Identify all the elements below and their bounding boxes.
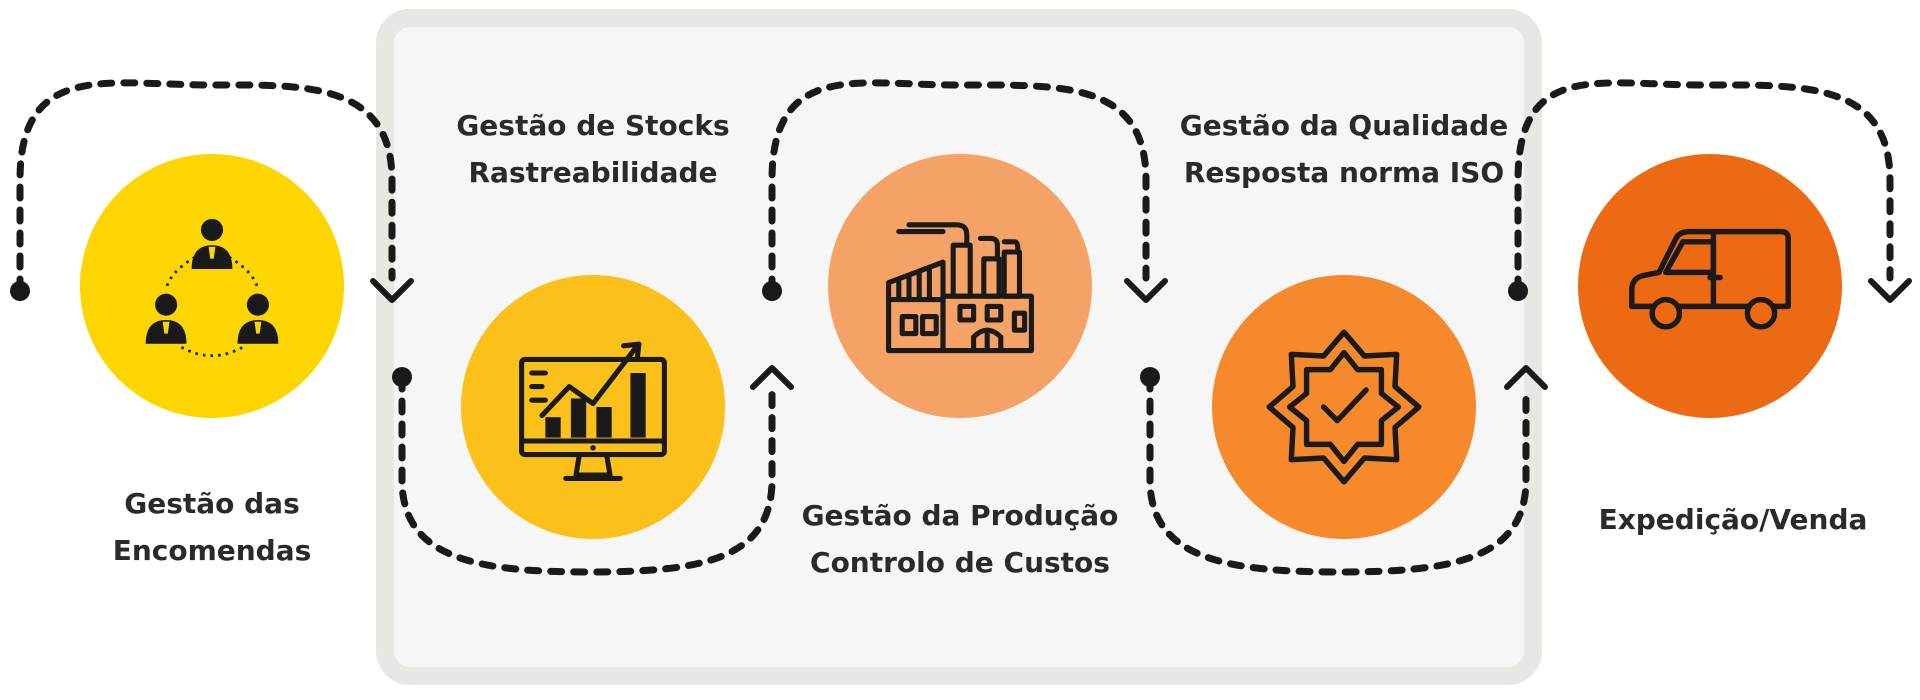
arrow-down-1 (370, 278, 414, 303)
connector-start-dot-3 (762, 281, 782, 301)
connector-start-dot-5 (1508, 281, 1528, 301)
step-label-line1: Expedição/Venda (1598, 503, 1868, 536)
step-label-orders: Gestão das Encomendas (22, 480, 402, 574)
connector-start-dot-1 (10, 281, 30, 301)
step-label-line1: Gestão da Produção (801, 499, 1119, 532)
stage-circle-production (828, 154, 1092, 418)
step-label-line2: Controlo de Custos (810, 546, 1110, 579)
connector-arc-4 (1146, 374, 1530, 576)
step-label-shipping: Expedição/Venda (1543, 496, 1920, 543)
connector-arc-1 (16, 79, 396, 294)
arrow-up-2 (750, 365, 794, 390)
step-label-line2: Encomendas (112, 534, 312, 567)
step-label-quality: Gestão da Qualidade Resposta norma ISO (1154, 102, 1534, 196)
connector-arc-3 (768, 79, 1150, 294)
stage-circle-orders (80, 154, 344, 418)
step-label-line1: Gestão das (124, 487, 300, 520)
step-label-line1: Gestão de Stocks (456, 109, 730, 142)
stage-circle-quality (1212, 275, 1476, 539)
people-network-icon (145, 218, 279, 357)
connector-arc-5 (1514, 79, 1894, 294)
stage-circle-shipping (1578, 154, 1842, 418)
step-label-line2: Rastreabilidade (468, 156, 718, 189)
arrow-down-5 (1868, 278, 1912, 303)
arrow-up-4 (1504, 365, 1548, 390)
stage-circle-stocks (461, 275, 725, 539)
connector-start-dot-4 (1140, 367, 1160, 387)
step-label-line1: Gestão da Qualidade (1179, 109, 1509, 142)
connector-start-dot-2 (392, 367, 412, 387)
connector-arc-2 (398, 374, 776, 576)
step-label-production: Gestão da Produção Controlo de Custos (770, 492, 1150, 586)
arrow-down-3 (1124, 278, 1168, 303)
growth-chart-monitor-icon (519, 341, 667, 481)
step-label-stocks: Gestão de Stocks Rastreabilidade (403, 102, 783, 196)
delivery-van-icon (1629, 228, 1791, 330)
quality-badge-icon (1266, 329, 1422, 485)
step-label-line2: Resposta norma ISO (1183, 156, 1505, 189)
factory-icon (886, 222, 1034, 354)
